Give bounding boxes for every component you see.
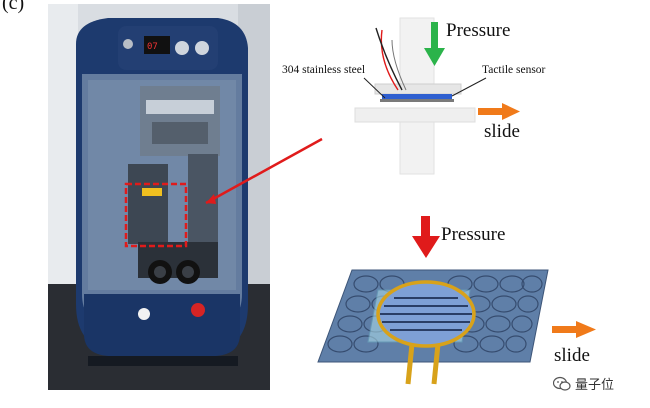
pressure-arrow-bottom (421, 216, 430, 238)
steel-label: 304 stainless steel (282, 64, 366, 76)
slide-label-top: slide (484, 121, 520, 142)
electrode-leads (405, 343, 441, 385)
watermark: 量子位 (553, 374, 614, 393)
lower-rod (399, 121, 435, 175)
callout-line (205, 137, 323, 205)
holder-plate (354, 107, 476, 123)
pressure-arrow-top (431, 22, 438, 50)
sensor-label: Tactile sensor (482, 64, 546, 76)
pressure-label-bottom: Pressure (441, 224, 506, 245)
tactile-sensor (382, 94, 452, 99)
slide-label-bottom: slide (554, 345, 590, 366)
slide-arrow-bottom (552, 326, 578, 333)
upper-rod (399, 17, 435, 94)
test-machine-photo: 07 (48, 4, 270, 390)
svg-text:07: 07 (147, 42, 158, 52)
watermark-text: 量子位 (575, 378, 615, 393)
slide-arrow-top (478, 108, 504, 115)
pressure-label-top: Pressure (446, 20, 511, 41)
wechat-icon (553, 376, 571, 391)
panel-label: (c) (2, 0, 25, 14)
